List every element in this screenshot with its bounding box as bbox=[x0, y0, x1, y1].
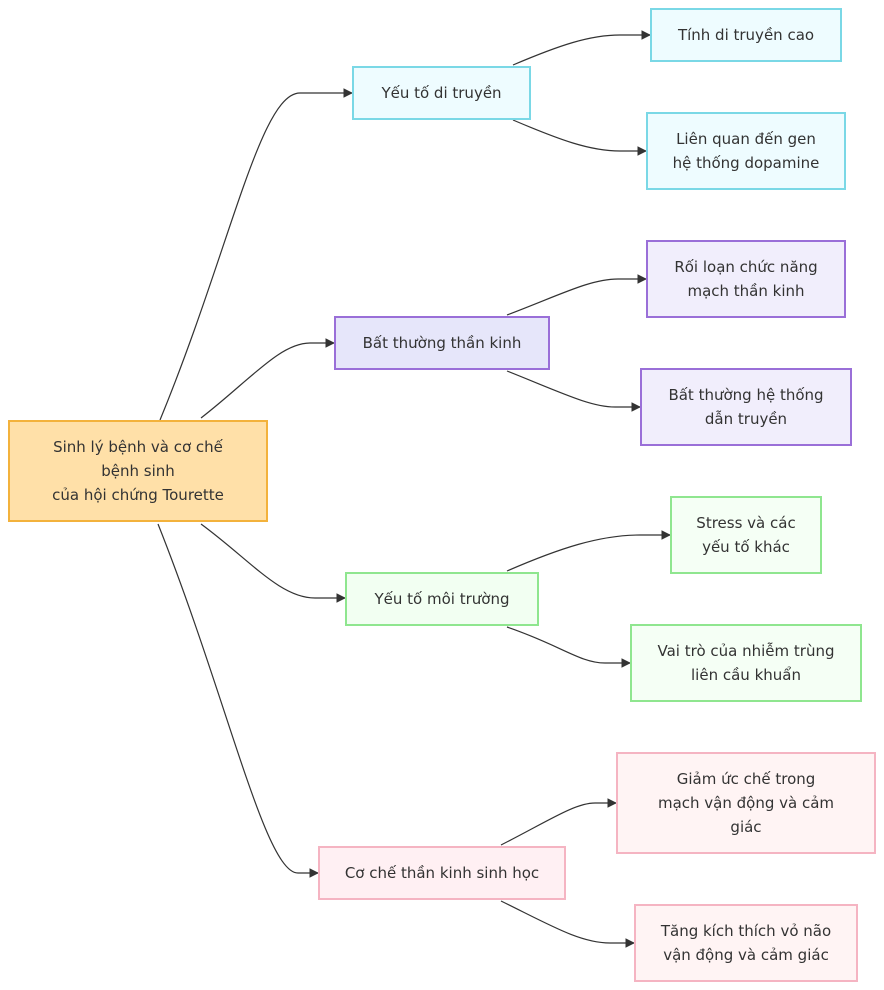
leaf-node-high-heritability: Tính di truyền cao bbox=[650, 8, 842, 62]
branch-node-label: Cơ chế thần kinh sinh học bbox=[344, 864, 540, 882]
edge-root-to-environment bbox=[200, 523, 346, 603]
leaf-node-transmission-abnormality: Bất thường hệ thống dẫn truyền bbox=[640, 368, 852, 446]
leaf-node-label: Liên quan đến gen hệ thống dopamine bbox=[672, 130, 820, 172]
branch-node-label: Yếu tố môi trường bbox=[374, 590, 510, 608]
branch-node-label: Yếu tố di truyền bbox=[381, 84, 502, 102]
leaf-node-stress: Stress và các yếu tố khác bbox=[670, 496, 822, 574]
edge-genetic-to-dopamine bbox=[512, 119, 647, 156]
leaf-node-label: Giảm ức chế trong mạch vận động và cảm g… bbox=[657, 770, 835, 836]
leaf-node-dopamine-genes: Liên quan đến gen hệ thống dopamine bbox=[646, 112, 846, 190]
root-node: Sinh lý bệnh và cơ chế bệnh sinh của hội… bbox=[8, 420, 268, 522]
branch-node-environmental-factors: Yếu tố môi trường bbox=[345, 572, 539, 626]
leaf-node-circuit-dysfunction: Rối loạn chức năng mạch thần kinh bbox=[646, 240, 846, 318]
branch-node-neural-abnormality: Bất thường thần kinh bbox=[334, 316, 550, 370]
edge-root-to-neurobiological bbox=[157, 523, 319, 878]
branch-node-genetic-factors: Yếu tố di truyền bbox=[352, 66, 531, 120]
edge-neural-to-circuit bbox=[506, 274, 647, 316]
edge-neurobio-to-inhibition bbox=[500, 798, 617, 846]
leaf-node-reduced-inhibition: Giảm ức chế trong mạch vận động và cảm g… bbox=[616, 752, 876, 854]
leaf-node-streptococcal-infection: Vai trò của nhiễm trùng liên cầu khuẩn bbox=[630, 624, 862, 702]
leaf-node-label: Bất thường hệ thống dẫn truyền bbox=[668, 386, 824, 428]
leaf-node-label: Tăng kích thích vỏ não vận động và cảm g… bbox=[660, 922, 832, 964]
edge-root-to-neural bbox=[200, 338, 335, 419]
branch-node-neurobiological-mechanism: Cơ chế thần kinh sinh học bbox=[318, 846, 566, 900]
root-node-label: Sinh lý bệnh và cơ chế bệnh sinh của hội… bbox=[52, 438, 224, 504]
edge-root-to-genetic bbox=[159, 88, 353, 421]
edge-genetic-to-heritability bbox=[512, 30, 651, 66]
edge-environment-to-stress bbox=[506, 530, 671, 572]
edge-neurobio-to-excitability bbox=[500, 900, 635, 948]
branch-node-label: Bất thường thần kinh bbox=[362, 334, 522, 352]
leaf-node-label: Rối loạn chức năng mạch thần kinh bbox=[674, 258, 818, 300]
edge-neural-to-transmission bbox=[506, 370, 641, 412]
leaf-node-label: Tính di truyền cao bbox=[677, 26, 815, 44]
edge-environment-to-infection bbox=[506, 626, 631, 668]
leaf-node-label: Vai trò của nhiễm trùng liên cầu khuẩn bbox=[657, 642, 835, 684]
leaf-node-label: Stress và các yếu tố khác bbox=[696, 514, 796, 556]
leaf-node-cortical-excitability: Tăng kích thích vỏ não vận động và cảm g… bbox=[634, 904, 858, 982]
